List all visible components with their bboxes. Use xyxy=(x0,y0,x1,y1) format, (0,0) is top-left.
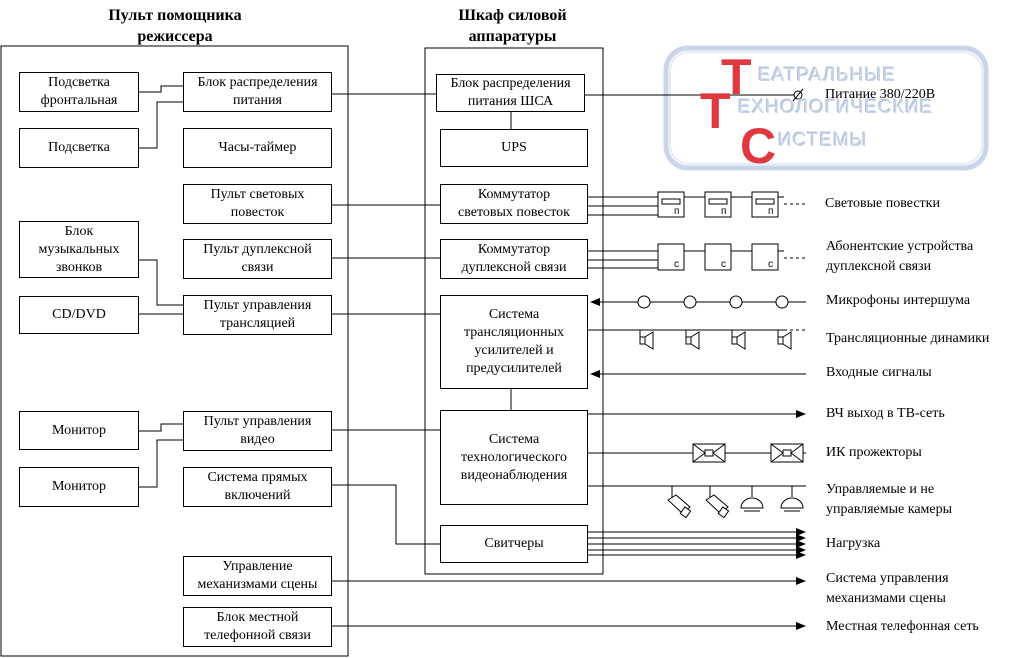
box-light-console: Пульт световых повесток xyxy=(183,184,332,224)
duplex-device xyxy=(751,243,779,271)
box-direct-inclusion: Система прямых включений xyxy=(183,467,332,507)
left-panel-title: Пульт помощника режиссера xyxy=(108,7,242,45)
box-podsvetka: Подсветка xyxy=(19,128,139,168)
ir-projectors xyxy=(692,443,804,463)
label-phone-network: Местная телефонная сеть xyxy=(826,619,979,634)
light-glyph: п xyxy=(674,206,679,217)
microphone-icon xyxy=(729,295,743,309)
label-scene-mechanisms-system: Система управления механизмами сцены xyxy=(826,571,949,606)
box-podsvetka-frontal: Подсветка фронтальная xyxy=(19,72,139,112)
speaker-icon xyxy=(639,331,654,350)
dome-camera-icon xyxy=(780,497,804,512)
speaker-icon xyxy=(731,331,746,350)
box-music-bells: Блок музыкальных звонков xyxy=(19,221,139,278)
duplex-device xyxy=(704,243,732,271)
box-broadcast-console: Пульт управления трансляцией xyxy=(183,295,332,335)
duplex-glyph: с xyxy=(721,259,726,270)
box-local-phone: Блок местной телефонной связи xyxy=(183,607,332,647)
box-video-surveillance: Система технологического видеонаблюдения xyxy=(440,410,588,505)
arrowheads xyxy=(590,298,806,630)
label-duplex-devices: Абонентские устройства дуплексной связи xyxy=(826,239,974,274)
speakers xyxy=(639,330,792,350)
connection-lines xyxy=(138,85,806,627)
box-monitor-1: Монитор xyxy=(19,411,139,450)
watermark-letter-t2: Т xyxy=(700,83,731,139)
box-power-distribution-shsa: Блок распределения питания ШСА xyxy=(436,74,585,112)
camera-icon xyxy=(705,494,730,519)
box-duplex-commutator: Коммутатор дуплексной связи xyxy=(440,239,588,279)
label-speakers: Трансляционные динамики xyxy=(826,331,990,346)
label-load: Нагрузка xyxy=(826,536,881,551)
ir-projector-icon xyxy=(770,443,804,463)
microphones xyxy=(637,295,789,309)
duplex-glyph: с xyxy=(674,259,679,270)
box-cd-dvd: CD/DVD xyxy=(19,296,139,334)
middle-panel-title: Шкаф силовой аппаратуры xyxy=(458,7,567,45)
watermark-line1: ЕАТРАЛЬНЫЕ xyxy=(758,65,897,86)
box-amplifier-system: Система трансляционных усилителей и пред… xyxy=(440,295,588,389)
light-indicators xyxy=(657,191,779,218)
box-video-console: Пульт управления видео xyxy=(183,411,332,451)
camera-icon xyxy=(667,494,692,519)
microphone-icon xyxy=(637,295,651,309)
duplex-devices xyxy=(657,243,779,271)
box-ups: UPS xyxy=(440,129,588,167)
box-duplex-console: Пульт дуплексной связи xyxy=(183,239,332,279)
microphone-icon xyxy=(775,295,789,309)
watermark-text: Т Т С ЕАТРАЛЬНЫЕ ЕХНОЛОГИЧЕСКИЕ ИСТЕМЫ xyxy=(662,46,988,174)
dome-camera-icon xyxy=(740,497,764,512)
watermark-line3: ИСТЕМЫ xyxy=(778,130,868,151)
box-monitor-2: Монитор xyxy=(19,467,139,507)
label-input-signals: Входные сигналы xyxy=(826,365,932,380)
watermark-letter-t1: Т xyxy=(721,49,752,105)
duplex-device xyxy=(657,243,685,271)
duplex-device-glyphs: с с с xyxy=(674,259,773,270)
watermark-frame xyxy=(663,45,989,171)
label-ir-projectors: ИК прожекторы xyxy=(826,445,922,460)
watermark-line2: ЕХНОЛОГИЧЕСКИЕ xyxy=(738,97,934,118)
microphone-icon xyxy=(683,295,697,309)
box-light-commutator: Коммутатор световых повесток xyxy=(440,184,588,224)
light-glyph: п xyxy=(721,206,726,217)
watermark-logo xyxy=(663,45,989,171)
ir-projector-icon xyxy=(692,443,726,463)
speaker-icon xyxy=(685,331,700,350)
cameras xyxy=(667,486,804,519)
watermark-letter-s: С xyxy=(740,118,777,174)
speaker-icon xyxy=(777,331,792,350)
light-indicator-glyphs: п п п xyxy=(674,206,773,217)
label-light-signals: Световые повестки xyxy=(825,196,940,211)
light-glyph: п xyxy=(768,206,773,217)
label-rf-output: ВЧ выход в ТВ-сеть xyxy=(826,406,945,421)
box-switchers: Свитчеры xyxy=(440,525,588,563)
label-power-input: Питание 380/220В xyxy=(825,87,936,102)
box-clock-timer: Часы-таймер xyxy=(183,128,332,168)
box-power-distribution: Блок распределения питания xyxy=(183,72,332,112)
box-scene-mechanisms-control: Управление механизмами сцены xyxy=(183,556,332,596)
middle-panel-frame xyxy=(424,47,604,575)
breaker-symbol xyxy=(792,88,804,102)
left-panel-frame xyxy=(0,45,349,657)
label-microphones: Микрофоны интершума xyxy=(826,293,971,308)
duplex-glyph: с xyxy=(768,259,773,270)
label-cameras: Управляемые и не управляемые камеры xyxy=(826,482,953,517)
